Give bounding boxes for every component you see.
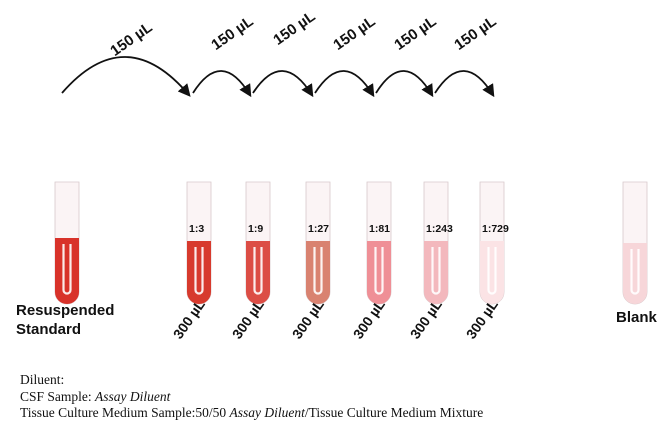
- dilution-tube-3-highlight: [313, 247, 323, 295]
- dilution-tube-3-liquid: [306, 241, 330, 304]
- transfer-arrow-1: [61, 56, 191, 97]
- transfer-volume-label: 150 µL: [451, 13, 499, 54]
- dilution-ratio-label: 1:27: [308, 223, 329, 235]
- dilution-tube-6-liquid: [480, 241, 504, 304]
- standard-tube-highlight: [62, 244, 72, 295]
- standard-tube-liquid: [55, 238, 79, 304]
- dilution-tube-2: [245, 181, 271, 305]
- transfer-volume-label: 150 µL: [391, 13, 439, 54]
- caption-tcm-italic: Assay Diluent: [229, 405, 305, 420]
- blank-tube-highlight: [630, 249, 640, 295]
- transfer-arrow-4: [314, 70, 375, 98]
- tube-volume-label: 300 µL: [463, 296, 502, 341]
- tube-row: [54, 181, 648, 305]
- dilution-tube-4: [366, 181, 392, 305]
- dilution-ratio-label: 1:729: [482, 223, 509, 235]
- transfer-arrows: [61, 56, 495, 98]
- caption-diluent-heading: Diluent:: [20, 372, 65, 387]
- dilution-tube-2-liquid: [246, 241, 270, 304]
- blank-label: Blank: [616, 309, 658, 326]
- blank-tube-liquid: [623, 243, 647, 304]
- dilution-tube-2-highlight: [253, 247, 263, 295]
- standard-label-line1: Resuspended: [16, 302, 114, 319]
- caption-csf-line: CSF Sample: Assay Diluent: [20, 389, 483, 406]
- dilution-tube-6: [479, 181, 505, 305]
- diluent-caption: Diluent: CSF Sample: Assay Diluent Tissu…: [20, 372, 483, 422]
- dilution-tube-6-highlight: [487, 247, 497, 295]
- dilution-tube-1-highlight: [194, 247, 204, 295]
- caption-tcm-suffix: /Tissue Culture Medium Mixture: [304, 405, 484, 420]
- caption-csf-prefix: CSF Sample:: [20, 388, 96, 404]
- dilution-tube-3: [305, 181, 331, 305]
- tube-volume-label: 300 µL: [229, 296, 268, 341]
- transfer-volume-labels: 150 µL 150 µL 150 µL 150 µL 150 µL 150 µL: [107, 8, 499, 60]
- tube-volume-label: 300 µL: [407, 296, 446, 341]
- tube-volume-label: 300 µL: [350, 296, 389, 341]
- transfer-volume-label: 150 µL: [330, 13, 378, 54]
- transfer-arrow-3: [252, 70, 314, 98]
- tube-volume-label: 300 µL: [289, 296, 328, 341]
- caption-tcm-line: Tissue Culture Medium Sample:50/50 Assay…: [20, 405, 483, 422]
- dilution-ratio-label: 1:243: [426, 223, 453, 235]
- dilution-ratio-label: 1:9: [248, 223, 263, 235]
- caption-tcm-prefix: Tissue Culture Medium Sample:50/50: [20, 405, 230, 420]
- blank-tube: [622, 181, 648, 305]
- dilution-tube-5-highlight: [431, 247, 441, 295]
- caption-csf-value: Assay Diluent: [95, 388, 171, 404]
- serial-dilution-diagram: 150 µL 150 µL 150 µL 150 µL 150 µL 150 µL Res…: [16, 8, 658, 342]
- standard-tube: [54, 181, 80, 305]
- standard-label-line2: Standard: [16, 321, 81, 338]
- tube-volume-label: 300 µL: [170, 296, 209, 341]
- transfer-arrow-2: [192, 70, 252, 98]
- transfer-arrow-6: [434, 70, 495, 98]
- dilution-tube-1-liquid: [187, 241, 211, 304]
- dilution-tube-1: [186, 181, 212, 305]
- dilution-ratio-label: 1:3: [189, 223, 204, 235]
- transfer-volume-label: 150 µL: [107, 19, 155, 60]
- dilution-tube-5-liquid: [424, 241, 448, 304]
- transfer-volume-label: 150 µL: [208, 13, 256, 54]
- dilution-ratio-label: 1:81: [369, 223, 390, 235]
- dilution-tube-4-highlight: [374, 247, 384, 295]
- dilution-tube-5: [423, 181, 449, 305]
- transfer-arrow-5: [375, 70, 434, 98]
- transfer-volume-label: 150 µL: [270, 8, 318, 49]
- dilution-tube-4-liquid: [367, 241, 391, 304]
